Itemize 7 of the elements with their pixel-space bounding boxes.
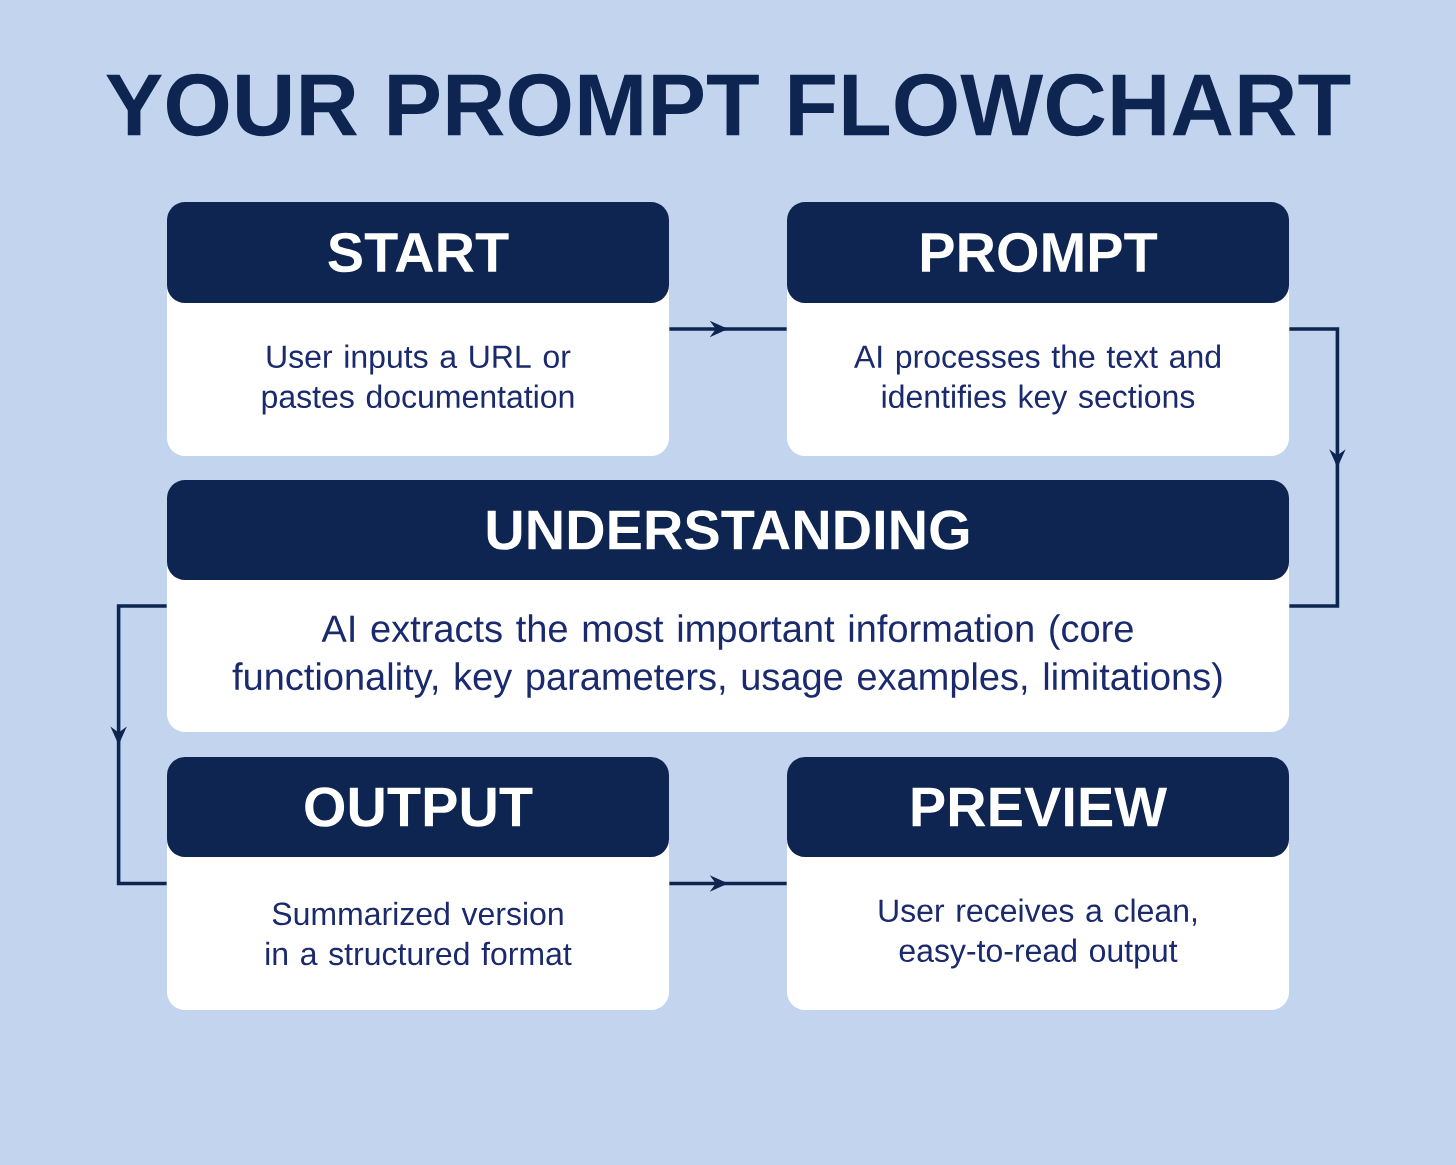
title: YOUR PROMPT FLOWCHART [106,73,1351,137]
process-card: UNDERSTANDING AI extracts the most important information (core functionality, key parameters, usage examples, limitations) [167,480,1289,732]
process-card: PROMPT AI processes the text and identifies key sections [787,202,1289,456]
process-card: START User inputs a URL or pastes documentation [167,202,669,456]
arrow [1289,327,1346,608]
process-card: PREVIEW User receives a clean, easy-to-read output [787,757,1289,1010]
process-card: OUTPUT Summarized version in a structured format [167,757,669,1010]
